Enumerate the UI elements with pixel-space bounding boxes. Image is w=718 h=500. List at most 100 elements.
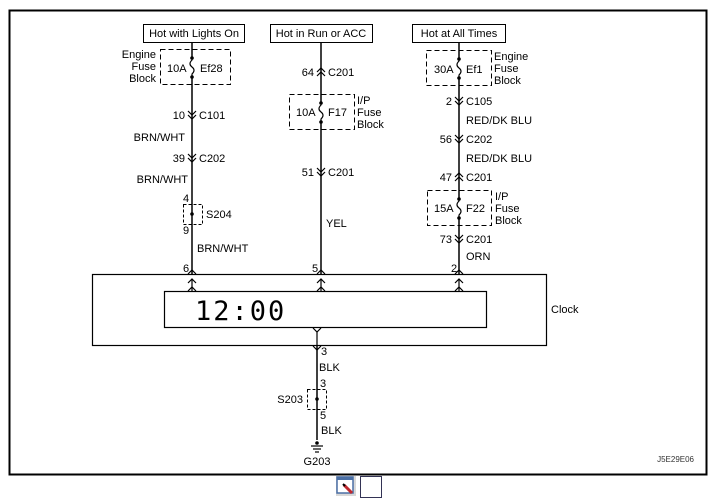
module-pin: 6	[183, 263, 189, 275]
fuse-block-label: Fuse	[494, 63, 518, 75]
fuse-rating: 30A	[434, 64, 454, 76]
ground-name: G203	[304, 456, 331, 468]
connector-name: C201	[328, 167, 354, 179]
wire-color-label: ORN	[466, 251, 491, 263]
clock-display	[163, 290, 488, 329]
fuse-block-label: Fuse	[357, 107, 381, 119]
clock-module: 12:00 Clock	[91, 269, 579, 351]
fuse-block-label: Fuse	[132, 61, 156, 73]
splice-pin: 5	[320, 410, 326, 422]
fuse-block-label: Engine	[122, 49, 156, 61]
fuse-icon	[456, 58, 462, 79]
connector-pin: 39	[173, 153, 185, 165]
fuse-block-label: I/P	[495, 191, 508, 203]
source-run-acc: Hot in Run or ACC	[270, 24, 373, 43]
connector-pin: 73	[440, 234, 452, 246]
connector-icon	[454, 172, 464, 182]
wire-color-label: BLK	[321, 425, 342, 437]
connector-c202-right: 56 C202	[440, 134, 493, 146]
ground-icon	[311, 445, 323, 453]
connector-name: C201	[328, 67, 354, 79]
fuse-block-label: Block	[129, 73, 156, 85]
splice-pin: 3	[320, 378, 326, 390]
ground-g203: G203	[304, 441, 331, 468]
connector-pin: 10	[173, 110, 185, 122]
wire-color-label: RED/DK BLU	[466, 153, 532, 165]
connector-name: C101	[199, 110, 225, 122]
fuse-ef1: 30A Ef1 Engine Fuse Block	[426, 50, 528, 87]
connector-icon	[316, 167, 326, 177]
annotate-button[interactable]	[336, 476, 382, 498]
connector-icon	[454, 96, 464, 106]
fuse-block-label: I/P	[357, 95, 370, 107]
wire-color-label: BRN/WHT	[134, 132, 186, 144]
splice-pin: 4	[183, 193, 189, 205]
connector-icon	[454, 134, 464, 144]
fuse-block-label: Fuse	[495, 203, 519, 215]
fuse-block-label: Engine	[494, 51, 528, 63]
splice-pin: 9	[183, 225, 189, 237]
source-label: Hot in Run or ACC	[276, 28, 367, 40]
module-pin: 3	[321, 346, 327, 358]
fuse-name: F17	[328, 107, 347, 119]
splice-name: S204	[206, 209, 232, 221]
connector-name: C201	[466, 234, 492, 246]
wire-color-label: RED/DK BLU	[466, 115, 532, 127]
splice-s203: 3 5 S203	[277, 378, 327, 422]
wire-color-label: BLK	[319, 362, 340, 374]
connector-name: C202	[466, 134, 492, 146]
module-label: Clock	[551, 304, 579, 316]
fuse-f17: 10A F17 I/P Fuse Block	[289, 94, 384, 131]
fuse-icon	[456, 198, 462, 219]
connector-c201-right-bottom: 73 C201	[440, 234, 493, 246]
module-pin: 5	[312, 263, 318, 275]
diagram-frame	[8, 9, 708, 476]
fuse-block-label: Block	[495, 215, 522, 227]
connector-pin: 56	[440, 134, 452, 146]
fuse-rating: 10A	[296, 107, 316, 119]
splice-name: S203	[277, 394, 303, 406]
fuse-icon	[318, 102, 324, 123]
window-pen-icon	[336, 476, 354, 494]
connector-pin: 51	[302, 167, 314, 179]
connector-icon	[187, 153, 197, 163]
connector-icon	[454, 234, 464, 244]
fuse-rating: 15A	[434, 203, 454, 215]
connector-c201-top: 64 C201	[302, 67, 355, 79]
fuse-name: Ef1	[466, 64, 483, 76]
splice-icon	[190, 212, 194, 216]
wire-color-label: YEL	[326, 218, 347, 230]
wire-color-label: BRN/WHT	[137, 174, 189, 186]
source-label: Hot with Lights On	[149, 28, 239, 40]
source-all-times: Hot at All Times	[412, 24, 506, 43]
figure-id: J5E29E06	[657, 455, 694, 464]
connector-name: C201	[466, 172, 492, 184]
module-pin: 2	[451, 263, 457, 275]
wire-color-label: BRN/WHT	[197, 243, 249, 255]
pin-arrows	[187, 269, 464, 351]
connector-name: C202	[199, 153, 225, 165]
splice-s204: 4 9 S204	[183, 193, 232, 237]
fuse-rating: 10A	[167, 63, 187, 75]
fuse-block-label: Block	[357, 119, 384, 131]
connector-name: C105	[466, 96, 492, 108]
connector-c202-left: 39 C202	[173, 153, 226, 165]
connector-icon	[316, 67, 326, 77]
fuse-name: Ef28	[200, 63, 223, 75]
connector-c105: 2 C105	[446, 96, 492, 108]
viewer-toolbar	[336, 476, 382, 498]
connector-c101: 10 C101	[173, 110, 226, 122]
connector-c201-bottom: 51 C201	[302, 167, 355, 179]
source-label: Hot at All Times	[421, 28, 498, 40]
source-lights-on: Hot with Lights On	[143, 24, 245, 43]
fuse-ef28: 10A Ef28 Engine Fuse Block	[122, 49, 231, 85]
fuse-block-label: Block	[494, 75, 521, 87]
connector-pin: 2	[446, 96, 452, 108]
connector-icon	[187, 110, 197, 120]
fuse-name: F22	[466, 203, 485, 215]
fuse-icon	[189, 57, 195, 78]
clock-display-time: 12:00	[195, 296, 286, 327]
connector-pin: 64	[302, 67, 314, 79]
splice-icon	[315, 397, 319, 401]
